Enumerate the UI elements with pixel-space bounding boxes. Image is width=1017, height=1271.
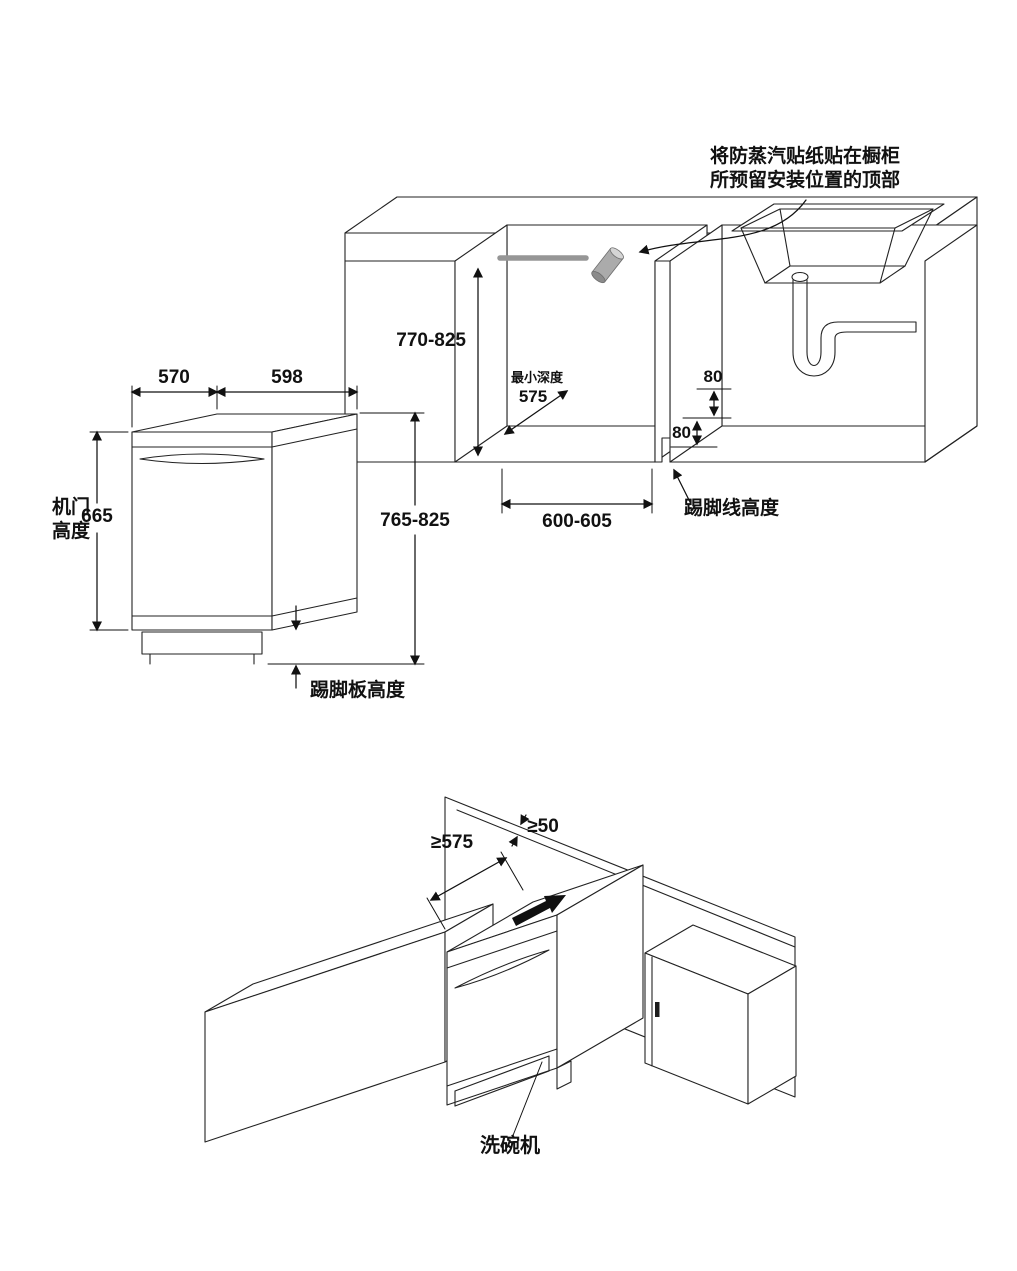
sink-outer-rim	[731, 203, 945, 232]
min-depth-value: 575	[519, 387, 547, 406]
kick-dim-lower-value: 80	[672, 423, 691, 442]
door-handle-groove	[139, 453, 265, 465]
gap-value: ≥50	[527, 816, 559, 837]
sink-walls	[740, 208, 934, 284]
product-dimensions: 570 598 机门 高度 665 765-825 踢脚板高度	[52, 367, 450, 701]
drain-downpipe	[792, 279, 808, 353]
right-cabinet-block	[644, 924, 797, 1105]
dishwasher-side-face	[271, 413, 358, 631]
note-leader-arrow	[638, 199, 807, 255]
dishwasher-front-details	[131, 428, 358, 665]
door-height-value: 665	[81, 506, 113, 527]
dw-handle-groove	[454, 949, 550, 989]
kick-height-dimensions: 80 80	[670, 367, 732, 448]
opening-width-value: 600-605	[542, 511, 612, 532]
corner-installation-view: ≥575 ≥50 洗碗机	[204, 796, 797, 1157]
door-height-label-line1: 机门	[52, 495, 90, 518]
dw-door-bottom-line	[446, 1048, 558, 1087]
opening-height-value: 770-825	[396, 330, 466, 351]
overall-height-value: 765-825	[380, 510, 450, 531]
kick-line-leader-arrow	[673, 468, 691, 503]
corner-dimensions: ≥575 ≥50	[426, 814, 559, 930]
counter-right-bottom-edge	[924, 425, 978, 463]
counter-dimensions: 770-825 最小深度 575 600-605 80 80 踢脚线高度	[396, 267, 780, 532]
appliance-callout: 洗碗机	[480, 1061, 543, 1157]
min-depth-arrow	[503, 390, 569, 435]
control-panel-line	[131, 428, 358, 448]
appliance-leader-line	[511, 1061, 543, 1139]
feet-lines	[149, 653, 255, 665]
dw-kick-plate	[454, 1055, 550, 1107]
cabinet-handle-icon	[655, 1002, 660, 1017]
sink-drain	[791, 271, 809, 283]
kick-line-label: 踢脚线高度	[684, 496, 780, 519]
counter-right-end-panel	[924, 224, 978, 463]
partition-front-face-with-kick-notch	[654, 260, 671, 463]
kick-board-label: 踢脚板高度	[310, 678, 406, 701]
dishwasher-front-face	[131, 431, 273, 631]
niche-depth-value: ≥575	[431, 832, 474, 853]
sink-basin	[731, 203, 945, 284]
dw-foot-bracket	[556, 1060, 572, 1090]
min-depth-label: 最小深度	[511, 370, 564, 385]
sticker-note: 将防蒸汽贴纸贴在橱柜 所预留安装位置的顶部	[638, 144, 900, 255]
dw-side-face	[556, 864, 644, 1069]
right-cabinet-side-face	[747, 965, 797, 1105]
note-text-line2: 所预留安装位置的顶部	[710, 168, 900, 191]
kick-dim-ticks	[670, 388, 732, 448]
sticker-roll-icon	[591, 247, 624, 284]
gap-arrow-upper	[520, 814, 530, 826]
anti-steam-sticker	[497, 247, 624, 284]
kick-dim-upper-value: 80	[704, 367, 723, 386]
niche-depth-ext-front	[426, 897, 446, 930]
slide-in-arrow-icon	[512, 895, 566, 926]
counter-isometric-view: 将防蒸汽贴纸贴在橱柜 所预留安装位置的顶部 770-825 最小深度 575 6…	[344, 144, 978, 532]
trap-riser	[820, 337, 836, 353]
trap-outer	[792, 351, 836, 377]
dw-control-panel-line	[446, 930, 558, 969]
left-cabinet-front	[344, 260, 456, 463]
drain-horizontal-pipe	[820, 321, 917, 339]
door-bottom-line	[131, 597, 358, 617]
gap-arrow-lower	[508, 835, 518, 847]
drain-pipe	[792, 279, 917, 377]
width-value: 598	[271, 367, 303, 388]
niche-depth-arrow	[429, 857, 508, 901]
dishwasher-sliding-in	[446, 864, 644, 1107]
depth-value: 570	[158, 367, 190, 388]
trap-inner	[806, 351, 822, 367]
note-text-line1: 将防蒸汽贴纸贴在橱柜	[710, 144, 900, 167]
kick-plate	[141, 631, 263, 655]
appliance-label: 洗碗机	[480, 1133, 540, 1157]
door-height-label-line2: 高度	[52, 519, 91, 542]
dishwasher-product-view: 570 598 机门 高度 665 765-825 踢脚板高度	[52, 367, 450, 701]
